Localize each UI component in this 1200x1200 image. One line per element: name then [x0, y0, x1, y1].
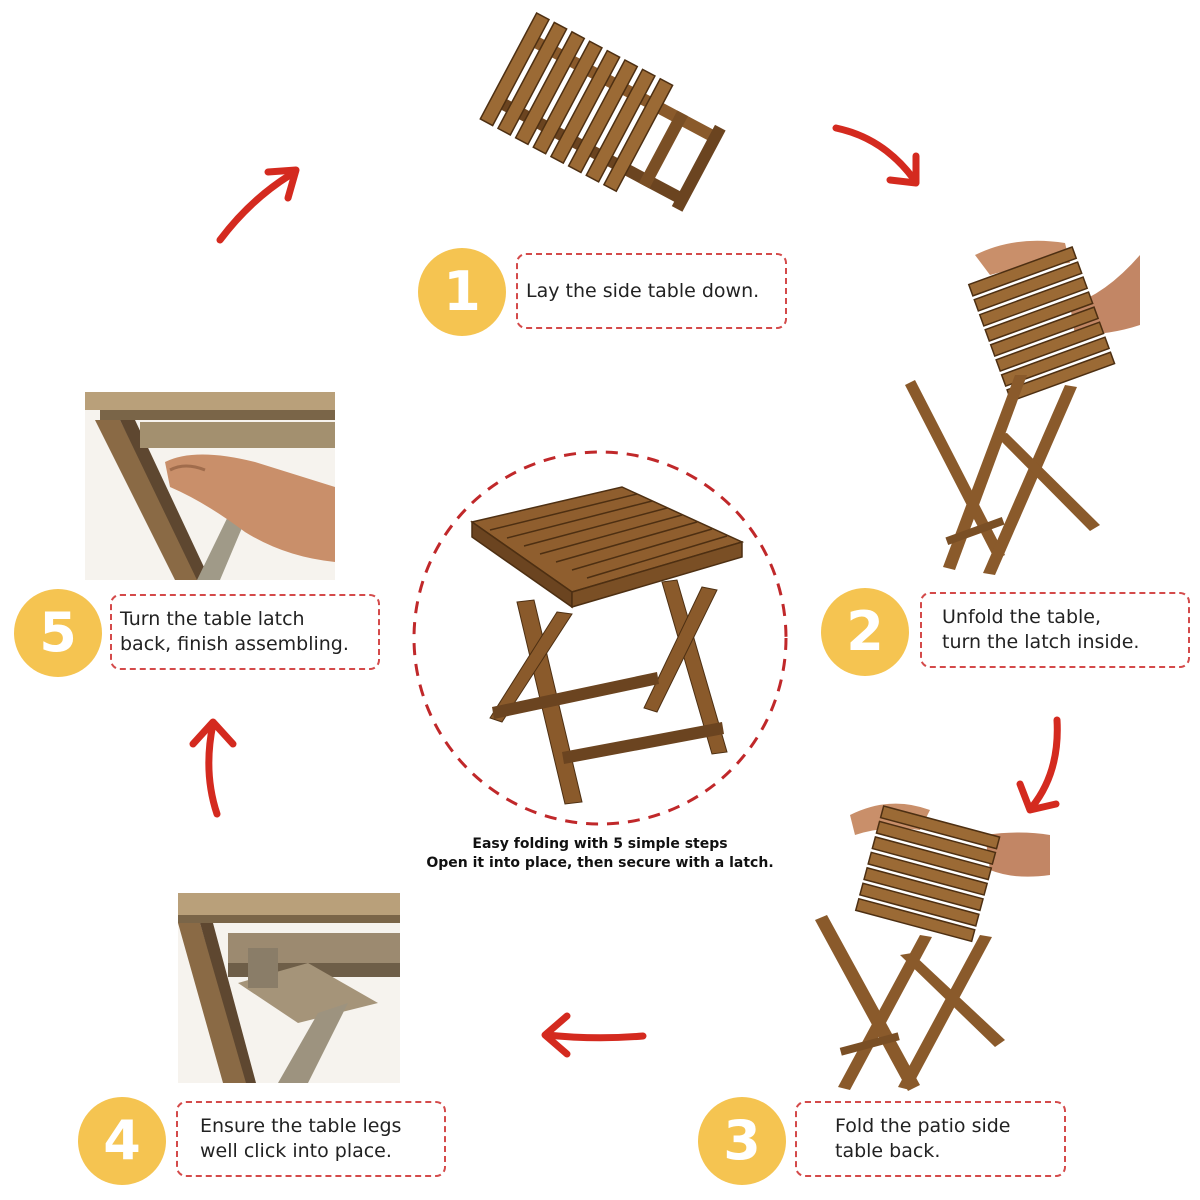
step-3-badge: 3 [698, 1097, 786, 1185]
latch-closeup-photo [85, 392, 335, 580]
step-1-caption: Lay the side table down. [516, 253, 787, 329]
step-5-badge: 5 [14, 589, 102, 677]
unfolding-table-photo [905, 240, 1140, 575]
legs-closeup-photo [178, 893, 400, 1083]
step-5-text: Turn the table latch back, finish assemb… [120, 608, 349, 655]
folding-back-photo [815, 803, 1050, 1091]
step-2-text: Unfold the table, turn the latch inside. [942, 606, 1140, 653]
step-3-caption: Fold the patio side table back. [795, 1101, 1066, 1177]
arrow-3-to-4-icon [541, 1012, 647, 1058]
step-1-badge: 1 [418, 248, 506, 336]
step-2-badge: 2 [821, 588, 909, 676]
arrow-1-to-2-icon [832, 124, 920, 187]
arrow-2-to-3-icon [1016, 716, 1061, 814]
step-2-caption: Unfold the table, turn the latch inside. [920, 592, 1190, 668]
step-4-badge: 4 [78, 1097, 166, 1185]
center-dashed-circle [412, 450, 788, 826]
arrow-4-to-5-icon [189, 718, 237, 818]
step-5-caption: Turn the table latch back, finish assemb… [110, 594, 380, 670]
center-caption-line-1: Easy folding with 5 simple steps [472, 836, 728, 852]
step-3-text: Fold the patio side table back. [835, 1115, 1011, 1162]
step-4-text: Ensure the table legs well click into pl… [200, 1115, 402, 1162]
step-1-text: Lay the side table down. [526, 279, 760, 302]
folded-table-photo [479, 12, 726, 212]
step-4-caption: Ensure the table legs well click into pl… [176, 1101, 446, 1177]
assembled-table-photo [470, 486, 745, 805]
arrow-5-to-1-icon [216, 166, 300, 244]
center-caption-line-2: Open it into place, then secure with a l… [426, 855, 774, 871]
center-caption: Easy folding with 5 simple steps Open it… [360, 835, 840, 873]
